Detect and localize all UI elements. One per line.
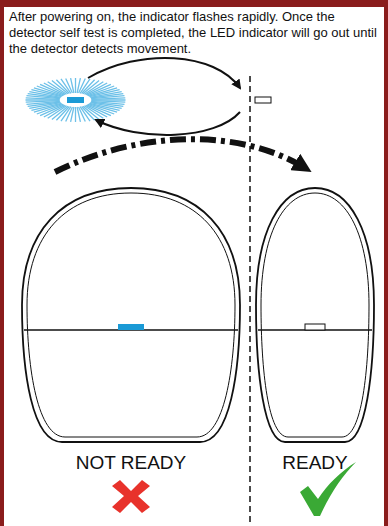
led-ray	[91, 98, 125, 100]
instruction-text: After powering on, the indicator flashes…	[9, 9, 381, 57]
detector-housing	[261, 193, 369, 437]
led-ray	[75, 78, 76, 93]
led-on	[118, 324, 144, 330]
detector-housing	[256, 188, 374, 442]
cycle-arrow	[96, 112, 240, 135]
transition-arrow	[55, 139, 305, 172]
led-on	[67, 97, 84, 103]
frame-right	[384, 0, 388, 526]
led-ray	[91, 96, 124, 99]
cross-mark	[112, 480, 150, 513]
led-off	[305, 324, 325, 330]
led-ray	[27, 101, 60, 104]
led-ray	[71, 78, 74, 93]
led-ray	[26, 101, 60, 103]
led-off	[255, 97, 271, 103]
divider	[249, 76, 251, 522]
detector-housing	[22, 188, 240, 442]
header-bar	[0, 0, 388, 7]
detector-housing	[27, 193, 235, 437]
state-label: NOT READY	[31, 452, 231, 474]
cycle-arrow	[88, 58, 240, 88]
led-ray	[77, 107, 80, 122]
led-ray	[75, 107, 76, 122]
state-label: READY	[215, 452, 388, 474]
frame-left	[0, 0, 4, 526]
